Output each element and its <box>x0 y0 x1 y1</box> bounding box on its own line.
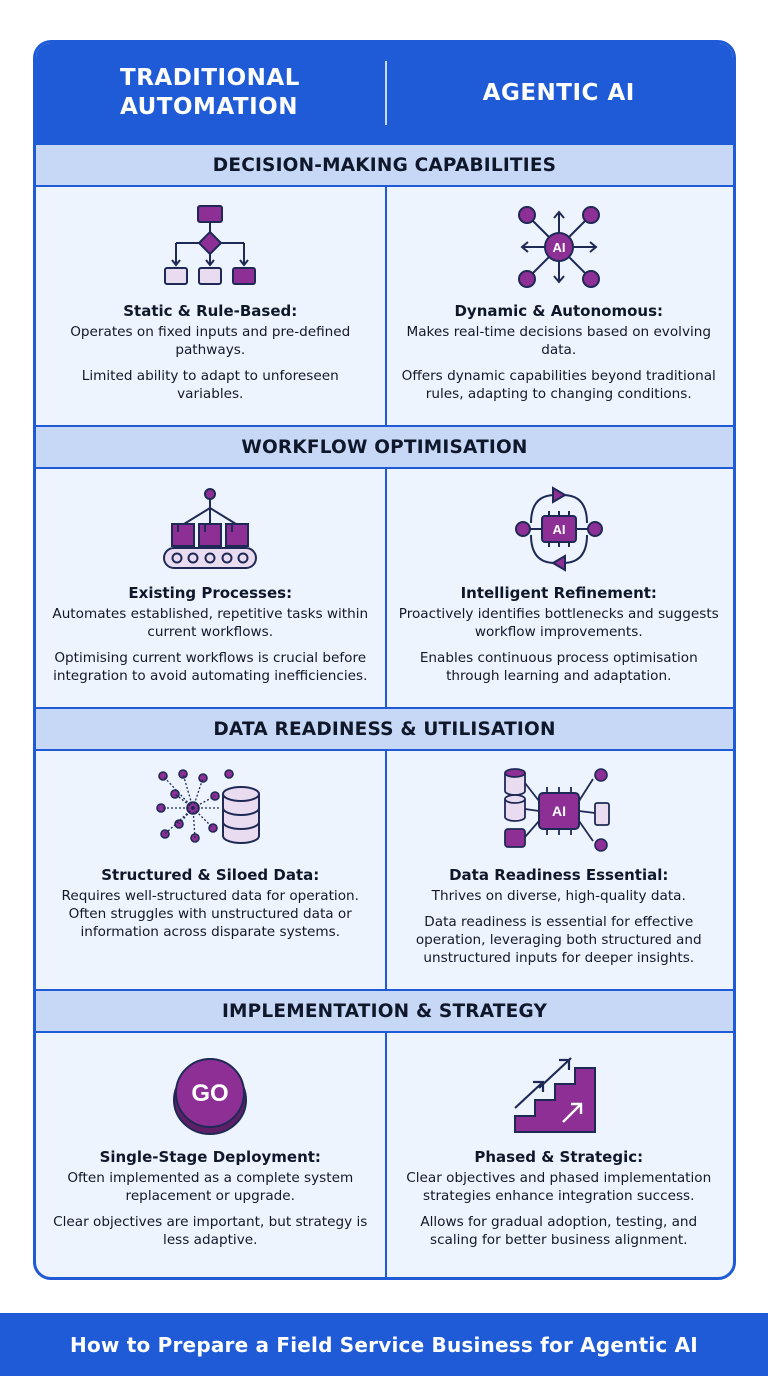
card-text: Limited ability to adapt to unforeseen v… <box>81 368 339 402</box>
flowchart-icon <box>50 197 371 297</box>
section-row-decision-making: Static & Rule-Based: Operates on fixed i… <box>36 187 733 425</box>
section-row-data-readiness: Structured & Siloed Data: Requires well-… <box>36 751 733 989</box>
right-cell-implementation: Phased & Strategic: Clear objectives and… <box>385 1033 734 1277</box>
card-heading: Structured & Siloed Data: <box>101 866 320 884</box>
right-cell-workflow: AI Intelligent Refinement: Proactively i… <box>385 469 734 707</box>
card-text: Enables continuous process optimisation … <box>419 650 698 684</box>
section-band-data-readiness: DATA READINESS & UTILISATION <box>36 707 733 751</box>
header-left-column: TRADITIONAL AUTOMATION <box>36 64 385 122</box>
scattered-data-database-icon <box>50 761 371 861</box>
right-cell-decision-making: AI Dynamic & Autonomous: Makes real-time… <box>385 187 734 425</box>
comparison-header: TRADITIONAL AUTOMATION AGENTIC AI <box>36 43 733 143</box>
card-text: Allows for gradual adoption, testing, an… <box>420 1214 698 1248</box>
ai-cycle-icon: AI <box>399 479 720 579</box>
conveyor-belt-icon <box>50 479 371 579</box>
card-heading: Existing Processes: <box>128 584 293 602</box>
section-title: IMPLEMENTATION & STRATEGY <box>221 1000 548 1022</box>
left-cell-workflow: Existing Processes: Automates establishe… <box>36 469 385 707</box>
left-cell-decision-making: Static & Rule-Based: Operates on fixed i… <box>36 187 385 425</box>
card-heading: Data Readiness Essential: <box>449 866 669 884</box>
ai-label: AI <box>552 240 565 255</box>
card-text: Often implemented as a complete system r… <box>67 1170 354 1204</box>
section-band-workflow: WORKFLOW OPTIMISATION <box>36 425 733 469</box>
card-text: Clear objectives and phased implementati… <box>406 1170 712 1204</box>
agentic-ai-title: AGENTIC AI <box>482 79 635 106</box>
card-text: Proactively identifies bottlenecks and s… <box>398 606 719 640</box>
card-text: Automates established, repetitive tasks … <box>52 606 369 640</box>
section-row-workflow: Existing Processes: Automates establishe… <box>36 469 733 707</box>
card-text: Requires well-structured data for operat… <box>61 888 359 940</box>
card-heading: Dynamic & Autonomous: <box>454 302 663 320</box>
column-divider <box>385 469 387 707</box>
header-divider <box>385 61 387 125</box>
card-heading: Phased & Strategic: <box>474 1148 644 1166</box>
header-right-column: AGENTIC AI <box>385 79 734 108</box>
left-cell-data-readiness: Structured & Siloed Data: Requires well-… <box>36 751 385 989</box>
card-heading: Single-Stage Deployment: <box>99 1148 321 1166</box>
comparison-card: TRADITIONAL AUTOMATION AGENTIC AI DECISI… <box>33 40 736 1280</box>
ai-label: AI <box>552 803 566 819</box>
ai-label: AI <box>552 522 565 537</box>
footer-banner: How to Prepare a Field Service Business … <box>0 1313 768 1376</box>
section-band-decision-making: DECISION-MAKING CAPABILITIES <box>36 143 733 187</box>
card-text: Data readiness is essential for effectiv… <box>415 914 702 966</box>
card-text: Makes real-time decisions based on evolv… <box>406 324 712 358</box>
column-divider <box>385 751 387 989</box>
card-text: Operates on fixed inputs and pre-defined… <box>70 324 351 358</box>
card-heading: Static & Rule-Based: <box>123 302 298 320</box>
card-text: Offers dynamic capabilities beyond tradi… <box>401 368 716 402</box>
left-cell-implementation: GO Single-Stage Deployment: Often implem… <box>36 1033 385 1277</box>
card-heading: Intelligent Refinement: <box>460 584 657 602</box>
section-row-implementation: GO Single-Stage Deployment: Often implem… <box>36 1033 734 1277</box>
section-title: DECISION-MAKING CAPABILITIES <box>212 154 557 176</box>
footer-title: How to Prepare a Field Service Business … <box>70 1332 698 1357</box>
card-text: Optimising current workflows is crucial … <box>53 650 368 684</box>
card-text: Clear objectives are important, but stra… <box>53 1214 368 1248</box>
traditional-automation-title: TRADITIONAL AUTOMATION <box>120 65 300 120</box>
stairs-growth-icon <box>399 1043 720 1143</box>
section-title: DATA READINESS & UTILISATION <box>213 718 556 740</box>
section-band-implementation: IMPLEMENTATION & STRATEGY <box>36 989 733 1033</box>
go-label: GO <box>192 1080 229 1107</box>
section-title: WORKFLOW OPTIMISATION <box>241 436 528 458</box>
ai-data-hub-icon: AI <box>399 761 720 861</box>
column-divider <box>385 1033 387 1277</box>
card-text: Thrives on diverse, high-quality data. <box>431 888 686 904</box>
go-button-icon: GO <box>50 1043 371 1143</box>
right-cell-data-readiness: AI Data Readiness Essential: Thrives on … <box>385 751 734 989</box>
column-divider <box>385 187 387 425</box>
ai-network-icon: AI <box>399 197 720 297</box>
